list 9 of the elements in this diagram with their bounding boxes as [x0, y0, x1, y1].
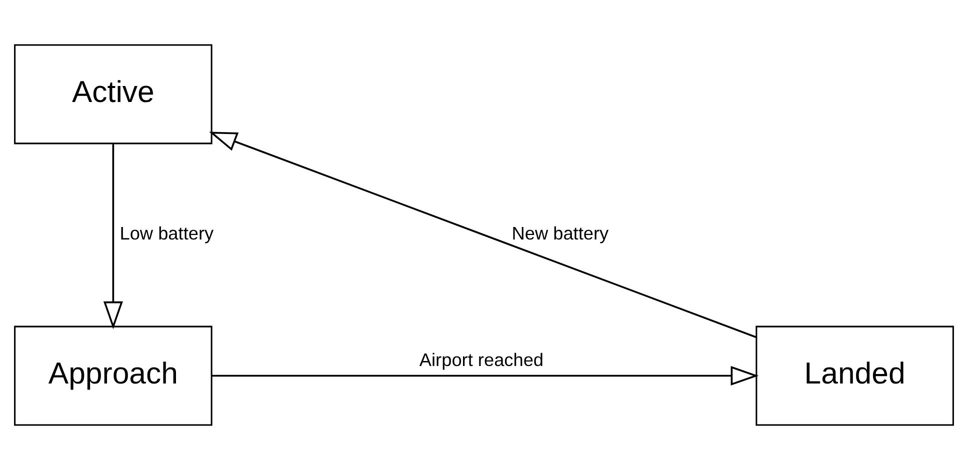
arrow: [103, 143, 123, 329]
node-box: Active: [14, 44, 212, 144]
arrow: [212, 366, 759, 385]
edge-label: Airport reached: [419, 350, 544, 370]
node-box: Landed: [756, 325, 954, 426]
arrow: [209, 131, 756, 338]
edge-label: New battery: [512, 223, 609, 244]
node-box: Approach: [14, 325, 212, 426]
edge-label: Low battery: [120, 223, 214, 244]
